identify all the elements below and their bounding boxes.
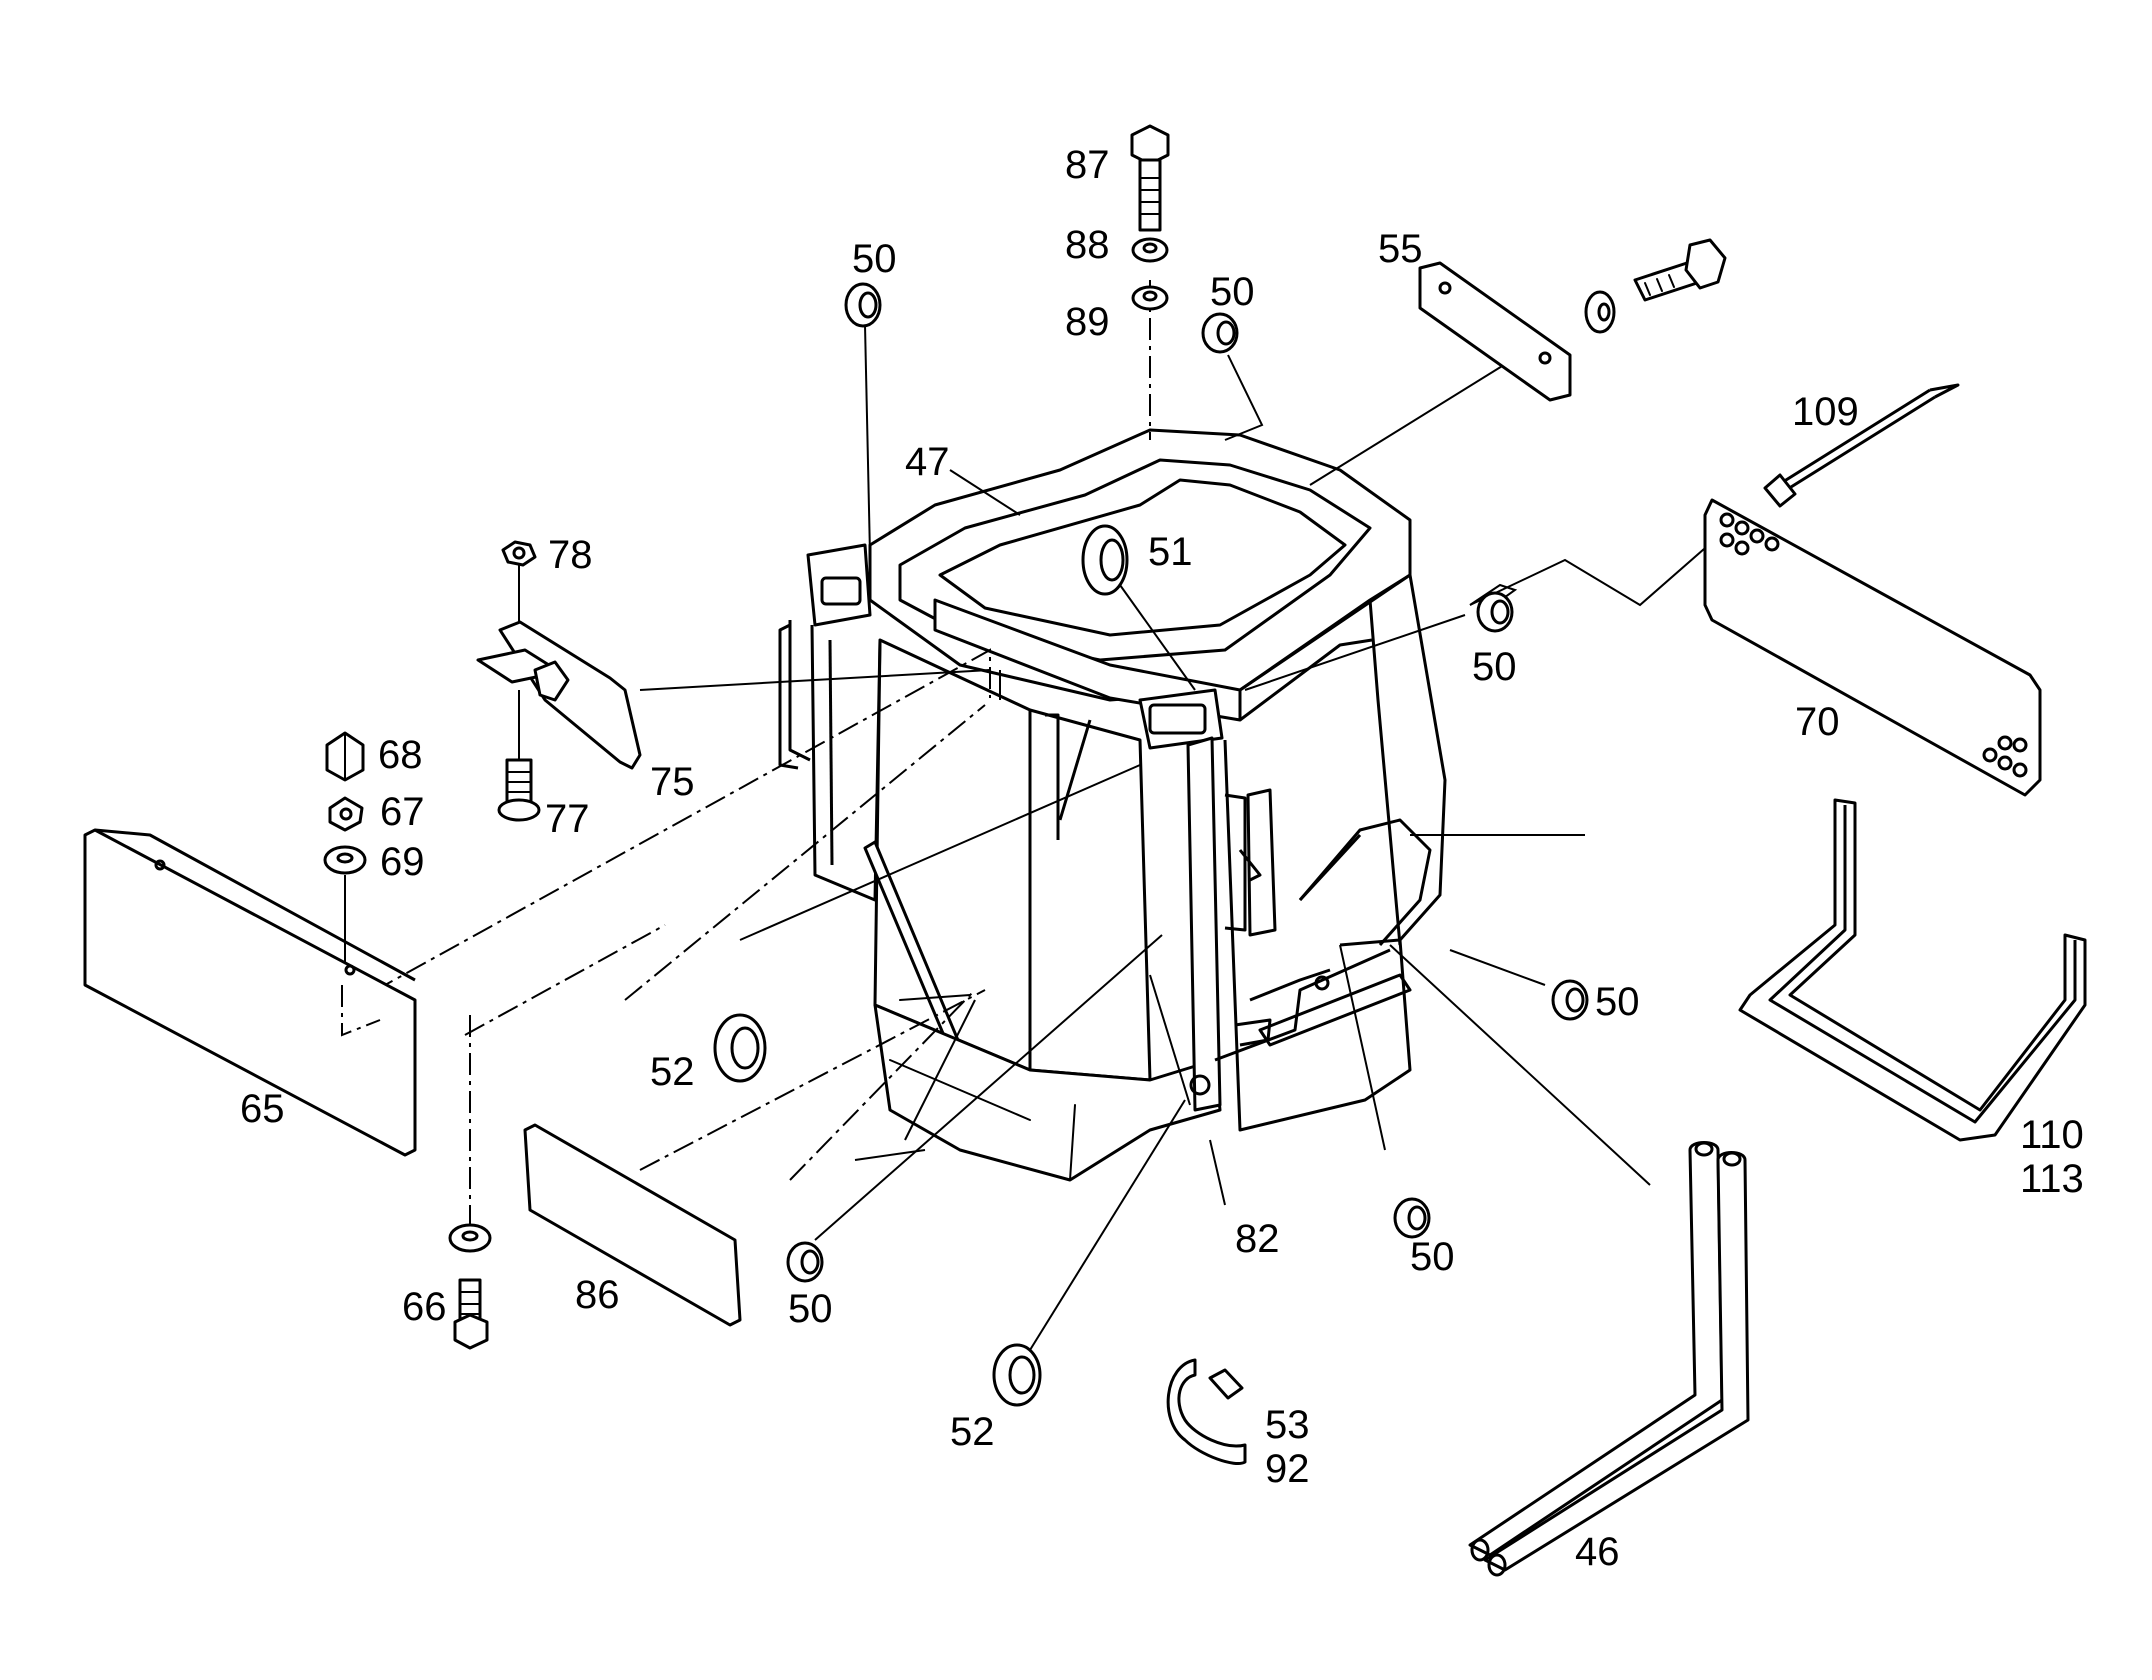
grommet-50-e bbox=[1393, 1197, 1431, 1239]
label-69: 69 bbox=[380, 840, 425, 884]
label-50-f: 50 bbox=[788, 1287, 833, 1331]
label-50-a: 50 bbox=[852, 237, 897, 281]
cab-frame bbox=[778, 428, 1447, 1182]
label-67: 67 bbox=[380, 790, 425, 834]
bolt-55-assembly bbox=[1584, 238, 1727, 334]
washer-89 bbox=[1131, 285, 1169, 311]
label-50-b: 50 bbox=[1210, 270, 1255, 314]
bolt-66 bbox=[453, 1278, 489, 1350]
label-110: 110 bbox=[2020, 1113, 2084, 1157]
label-75: 75 bbox=[650, 760, 695, 804]
label-50-d: 50 bbox=[1595, 980, 1640, 1024]
label-53: 53 bbox=[1265, 1403, 1310, 1447]
label-87: 87 bbox=[1065, 143, 1110, 187]
cap-nut-68 bbox=[325, 731, 365, 782]
label-109: 109 bbox=[1792, 390, 1859, 434]
label-65: 65 bbox=[240, 1087, 285, 1131]
label-51: 51 bbox=[1148, 530, 1193, 574]
leader-47 bbox=[949, 469, 1021, 516]
washer-69 bbox=[323, 845, 367, 975]
label-66: 66 bbox=[402, 1285, 447, 1329]
label-50-e: 50 bbox=[1410, 1235, 1455, 1279]
label-92: 92 bbox=[1265, 1447, 1310, 1491]
pin-109 bbox=[1763, 383, 1960, 508]
grommet-50-b bbox=[1201, 312, 1239, 354]
grommet-50-c bbox=[1476, 591, 1514, 633]
washer-88 bbox=[1131, 237, 1169, 263]
label-88: 88 bbox=[1065, 223, 1110, 267]
label-86: 86 bbox=[575, 1273, 620, 1317]
label-82: 82 bbox=[1235, 1217, 1280, 1261]
label-52-a: 52 bbox=[650, 1050, 695, 1094]
callout-labels: 87 88 89 50 50 55 109 47 51 78 50 70 68 … bbox=[240, 143, 2084, 1574]
washer-66 bbox=[448, 1223, 492, 1253]
label-70: 70 bbox=[1795, 700, 1840, 744]
label-50-c: 50 bbox=[1472, 645, 1517, 689]
label-46: 46 bbox=[1575, 1530, 1620, 1574]
bolt-87 bbox=[1130, 124, 1170, 232]
grommet-52-b bbox=[992, 1343, 1042, 1407]
seal-110 bbox=[1738, 798, 2087, 1142]
label-55: 55 bbox=[1378, 227, 1423, 271]
grommet-50-f bbox=[786, 1241, 824, 1283]
grommet-50-a bbox=[844, 282, 882, 328]
label-113: 113 bbox=[2020, 1157, 2084, 1201]
hose-46 bbox=[1468, 1141, 1750, 1577]
plate-55 bbox=[1418, 261, 1572, 402]
label-52-b: 52 bbox=[950, 1410, 995, 1454]
label-47: 47 bbox=[905, 440, 950, 484]
grommet-52-a bbox=[713, 1013, 767, 1083]
screw-77 bbox=[497, 690, 541, 822]
panel-70 bbox=[1703, 498, 2042, 797]
leader-lines bbox=[339, 280, 1721, 1351]
nut-67 bbox=[328, 796, 364, 832]
panel-65 bbox=[83, 828, 417, 1157]
mirror-75 bbox=[476, 620, 642, 770]
grommet-51 bbox=[1081, 524, 1129, 596]
grommet-50-d bbox=[1551, 979, 1589, 1021]
label-89: 89 bbox=[1065, 300, 1110, 344]
hose-clamp-53 bbox=[1166, 1358, 1247, 1465]
label-68: 68 bbox=[378, 733, 423, 777]
nut-78 bbox=[501, 540, 537, 640]
label-78: 78 bbox=[548, 533, 593, 577]
label-77: 77 bbox=[545, 797, 590, 841]
panel-86 bbox=[523, 1123, 742, 1327]
